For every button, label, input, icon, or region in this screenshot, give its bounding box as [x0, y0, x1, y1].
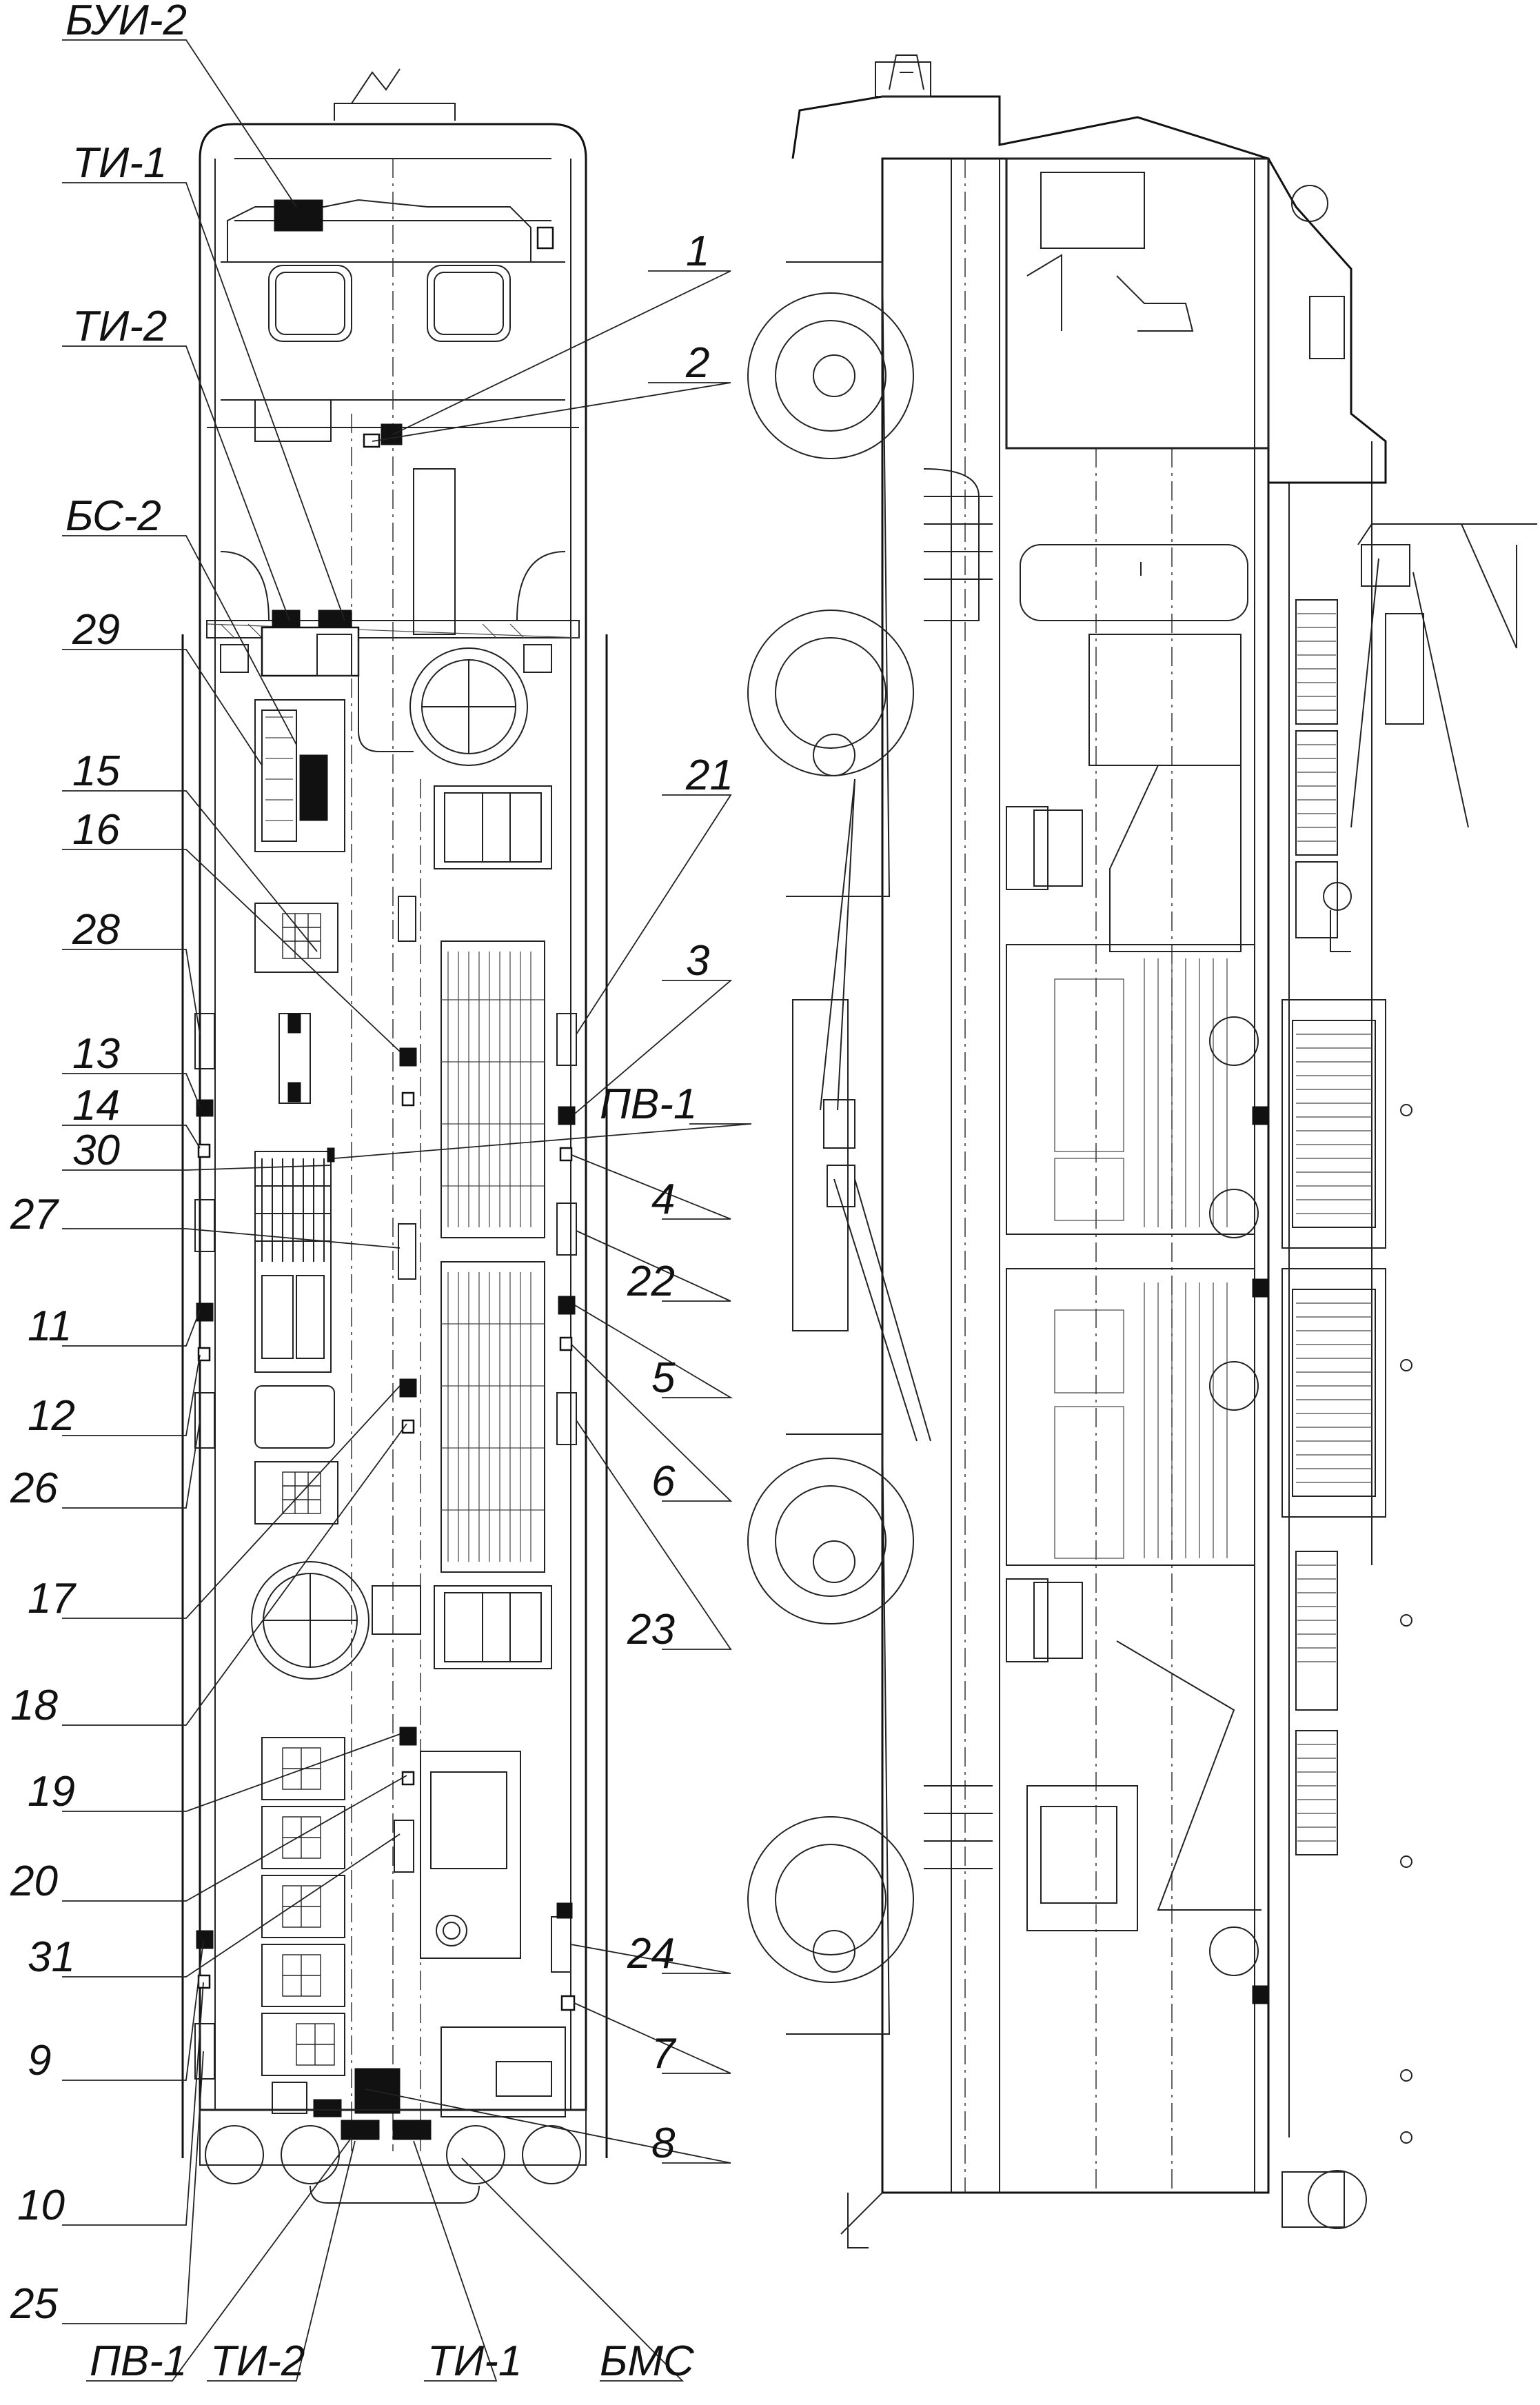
item-19-block [399, 1727, 417, 1746]
label-ti2-bottom: ТИ-2 [210, 2337, 305, 2385]
reservoir-4 [522, 2125, 581, 2184]
label-13: 13 [72, 1030, 120, 1078]
label-15: 15 [72, 747, 120, 795]
label-2: 2 [685, 339, 709, 387]
plan-body-outline [199, 123, 587, 2111]
item-23 [556, 1392, 577, 1445]
label-18: 18 [10, 1682, 58, 1729]
label-30: 30 [72, 1127, 120, 1174]
label-ti1-top: ТИ-1 [72, 139, 167, 187]
label-7: 7 [651, 2030, 677, 2077]
label-6: 6 [651, 1458, 676, 1505]
label-19: 19 [28, 1768, 75, 1815]
side-compressor [1026, 1785, 1138, 1931]
reactor-26 [254, 1385, 335, 1449]
item-3-block [558, 1106, 576, 1125]
item-22 [556, 1202, 577, 1256]
label-bms: БМС [600, 2337, 695, 2385]
cab-seat-right [427, 265, 511, 342]
label-24: 24 [627, 1930, 675, 1978]
label-20: 20 [10, 1858, 58, 1905]
label-27: 27 [10, 1191, 59, 1238]
cabinet-15 [254, 903, 338, 973]
label-pv1-bottom: ПВ-1 [90, 2337, 187, 2385]
label-12: 12 [28, 1392, 75, 1440]
label-ti2-top: ТИ-2 [72, 303, 167, 350]
label-bui2: БУИ-2 [65, 0, 187, 44]
label-23: 23 [627, 1606, 675, 1653]
ti1-bottom-block [392, 2120, 432, 2140]
label-10: 10 [17, 2182, 65, 2229]
power-contactor-bank-upper [440, 940, 545, 1238]
label-8: 8 [651, 2120, 676, 2167]
label-26: 26 [10, 1465, 58, 1512]
label-pv1-right: ПВ-1 [600, 1080, 697, 1128]
leader-lines [62, 39, 752, 2382]
label-1: 1 [686, 228, 709, 275]
side-contactor-bank-lower [1006, 1268, 1255, 1566]
side-rear-reservoir [1308, 2170, 1367, 2229]
item-27 [398, 1223, 416, 1280]
label-4: 4 [651, 1176, 675, 1223]
label-31: 31 [28, 1933, 75, 1981]
side-view [747, 54, 1537, 2248]
item-8-block [354, 2068, 401, 2114]
label-29: 29 [72, 606, 120, 654]
item-21 [556, 1013, 577, 1066]
label-3: 3 [686, 937, 709, 985]
label-bs2: БС-2 [65, 492, 161, 540]
cabinet-17 [254, 1461, 338, 1524]
reservoir-2 [281, 2125, 340, 2184]
plan-view [181, 68, 608, 2204]
side-contactor-bank-upper [1006, 944, 1255, 1235]
label-17: 17 [28, 1575, 77, 1622]
traction-fan-bottom [251, 1561, 369, 1680]
traction-fan-top [409, 647, 528, 766]
power-contactor-bank-lower [440, 1261, 545, 1573]
bogie-rear [747, 1433, 993, 2035]
pantograph [334, 68, 456, 121]
contactor-frame-top [434, 785, 552, 869]
item-5-block [558, 1296, 576, 1315]
side-body-frame [881, 157, 1270, 2194]
callout-labels: БУИ-2 ТИ-1 ТИ-2 БС-2 29 15 16 28 13 14 3… [10, 0, 733, 2385]
rear-equipment-box [440, 2026, 566, 2117]
label-14: 14 [72, 1082, 120, 1129]
cabinet-30 [254, 1151, 332, 1373]
label-11: 11 [28, 1302, 72, 1350]
item-15-block [399, 1047, 417, 1067]
contactor-frame-bottom [434, 1585, 552, 1669]
radiator-upper [1281, 999, 1386, 1249]
radiator-lower [1281, 1268, 1386, 1518]
label-25: 25 [10, 2280, 58, 2328]
item-24 [551, 1916, 571, 1973]
cab-side [791, 95, 1387, 484]
side-louvres-lower [1295, 1551, 1338, 1855]
reservoir-3 [446, 2125, 505, 2184]
label-9: 9 [28, 2037, 51, 2084]
label-16: 16 [72, 806, 120, 854]
reservoir-1 [205, 2125, 264, 2184]
label-22: 22 [627, 1258, 675, 1305]
cabinet-stack [261, 1737, 345, 2076]
ti2-bottom-block [341, 2120, 380, 2140]
side-louvres-upper [1295, 599, 1338, 938]
bs2-cabinet [254, 699, 345, 852]
cab-seat-left [268, 265, 352, 342]
label-21: 21 [685, 752, 733, 799]
compressor-unit [420, 1751, 521, 1959]
item-1-block [381, 423, 403, 445]
bogie-front [747, 261, 993, 897]
label-5: 5 [651, 1354, 676, 1402]
label-28: 28 [72, 906, 120, 954]
label-ti1-bottom: ТИ-1 [427, 2337, 522, 2385]
bui2-block [274, 199, 323, 232]
